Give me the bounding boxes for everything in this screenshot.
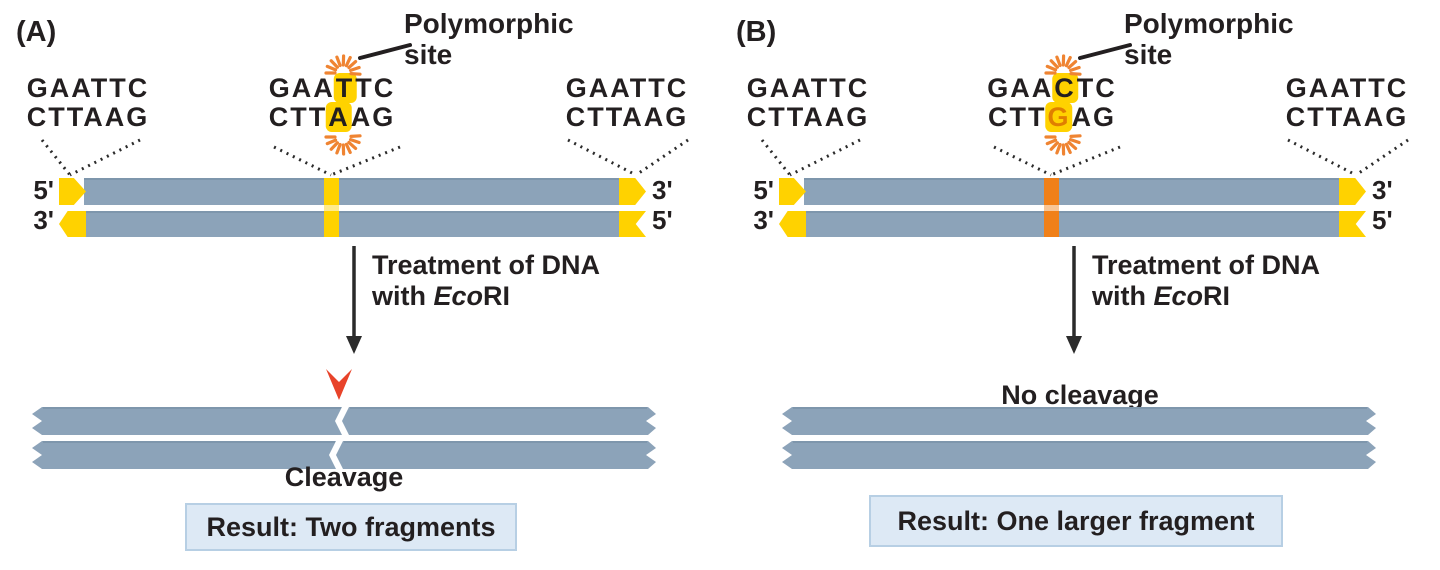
- treatment-arrow-icon: [1066, 246, 1082, 354]
- dna-top-strand: [804, 178, 1341, 205]
- seq-segment: GAA: [987, 73, 1054, 103]
- polymorphic-site-stripe: [324, 178, 339, 237]
- treatment-label: Treatment of DNA with EcoRI: [1092, 250, 1320, 312]
- result-box: Result: One larger fragment: [869, 495, 1283, 547]
- starburst-icon: [324, 54, 362, 76]
- polymorphic-base: C: [1052, 73, 1078, 103]
- polymorphic-site-label: Polymorphic site: [1124, 8, 1294, 70]
- enzyme-name-italic: Eco: [433, 281, 484, 311]
- polymorphic-site-label-line1: Polymorphic: [1124, 8, 1294, 39]
- seq-segment: AG: [1071, 102, 1116, 132]
- panel-label: (B): [736, 16, 777, 48]
- panel-b: (B) Polymorphic site GAATTC CTTAAG GAACT…: [720, 0, 1440, 570]
- seq-segment: CTT: [268, 102, 328, 132]
- sequence-top-strand: GAATTC: [1285, 73, 1409, 103]
- polymorphic-site-label-line2: site: [1124, 39, 1173, 70]
- strand-end-arrow: [619, 211, 646, 237]
- restriction-site-sequence-middle: GAATTC CTTAAG: [268, 73, 396, 132]
- panel-label: (A): [16, 16, 57, 48]
- strand-end-arrow: [619, 178, 646, 205]
- restriction-site-sequence-left: GAATTC CTTAAG: [27, 74, 149, 132]
- sequence-top-strand: GAATTC: [268, 73, 396, 103]
- sequence-top-strand: GAACTC: [987, 73, 1117, 103]
- polymorphic-base-mutant: G: [1045, 102, 1073, 132]
- sequence-bottom-strand: CTTAAG: [26, 102, 150, 132]
- polymorphic-base: T: [333, 73, 357, 103]
- sequence-bottom-strand: CTTAAG: [746, 102, 870, 132]
- strand-end-arrow: [59, 178, 86, 205]
- treatment-label-line1: Treatment of DNA: [1092, 250, 1321, 280]
- strand-end-arrow: [779, 211, 806, 237]
- strand-end-arrow: [1339, 178, 1366, 205]
- restriction-site-sequence-right: GAATTC CTTAAG: [1286, 74, 1408, 132]
- starburst-icon: [324, 134, 362, 156]
- treatment-arrow-icon: [346, 246, 362, 354]
- starburst-icon: [1044, 134, 1082, 156]
- strand-end-label: 5': [33, 175, 54, 205]
- polymorphic-site-label-line2: site: [404, 39, 453, 70]
- polymorphic-site-label: Polymorphic site: [404, 8, 574, 70]
- treatment-label: Treatment of DNA with EcoRI: [372, 250, 600, 312]
- restriction-site-sequence-right: GAATTC CTTAAG: [566, 74, 688, 132]
- seq-segment: GAA: [268, 73, 335, 103]
- seq-segment: AG: [350, 102, 396, 132]
- strand-end-arrow: [779, 178, 806, 205]
- enzyme-name-rest: RI: [483, 281, 511, 311]
- strand-end-arrow: [59, 211, 86, 237]
- restriction-site-sequence-middle: GAACTC CTTGAG: [987, 73, 1117, 132]
- seq-segment: TC: [355, 73, 396, 103]
- treatment-with: with: [372, 281, 434, 311]
- strand-end-label: 3': [652, 175, 673, 205]
- strand-end-label: 3': [1372, 175, 1393, 205]
- treatment-label-line2: with EcoRI: [1092, 281, 1320, 312]
- strand-end-label: 3': [753, 205, 774, 235]
- strand-end-label: 3': [33, 205, 54, 235]
- sequence-top-strand: GAATTC: [26, 73, 150, 103]
- outcome-label: No cleavage: [1001, 380, 1159, 410]
- polymorphic-site-label-line1: Polymorphic: [404, 8, 574, 39]
- dna-top-strand: [84, 178, 621, 205]
- treatment-label-line2: with EcoRI: [372, 281, 600, 312]
- polymorphic-base: A: [326, 102, 352, 132]
- cleavage-arrowhead-icon: [326, 369, 352, 400]
- dna-bottom-strand: [84, 211, 621, 237]
- panel-a: (A) Polymorphic site GAATTC CTTAAG GAATT…: [16, 8, 689, 551]
- fragment-graphic-two-pieces: [32, 407, 656, 469]
- strand-end-arrow: [1339, 211, 1366, 237]
- dna-bottom-strand: [804, 211, 1341, 237]
- strand-end-label: 5': [652, 205, 673, 235]
- seq-segment: CTT: [988, 102, 1047, 132]
- sequence-bottom-strand: CTTAAG: [565, 102, 689, 132]
- result-box: Result: Two fragments: [185, 503, 517, 551]
- fragment-graphic-one-piece: [782, 407, 1376, 469]
- sequence-top-strand: GAATTC: [565, 73, 689, 103]
- strand-end-label: 5': [1372, 205, 1393, 235]
- restriction-site-sequence-left: GAATTC CTTAAG: [747, 74, 869, 132]
- seq-segment: TC: [1076, 73, 1117, 103]
- sequence-top-strand: GAATTC: [746, 73, 870, 103]
- sequence-bottom-strand: CTTAAG: [268, 102, 396, 132]
- polymorphic-site-stripe: [1044, 178, 1059, 237]
- enzyme-name-italic: Eco: [1153, 281, 1204, 311]
- treatment-label-line1: Treatment of DNA: [372, 250, 601, 280]
- enzyme-name-rest: RI: [1203, 281, 1231, 311]
- sequence-bottom-strand: CTTGAG: [987, 102, 1117, 132]
- treatment-with: with: [1092, 281, 1154, 311]
- starburst-icon: [1044, 54, 1082, 76]
- outcome-label: Cleavage: [284, 462, 404, 492]
- strand-end-label: 5': [753, 175, 774, 205]
- sequence-bottom-strand: CTTAAG: [1285, 102, 1409, 132]
